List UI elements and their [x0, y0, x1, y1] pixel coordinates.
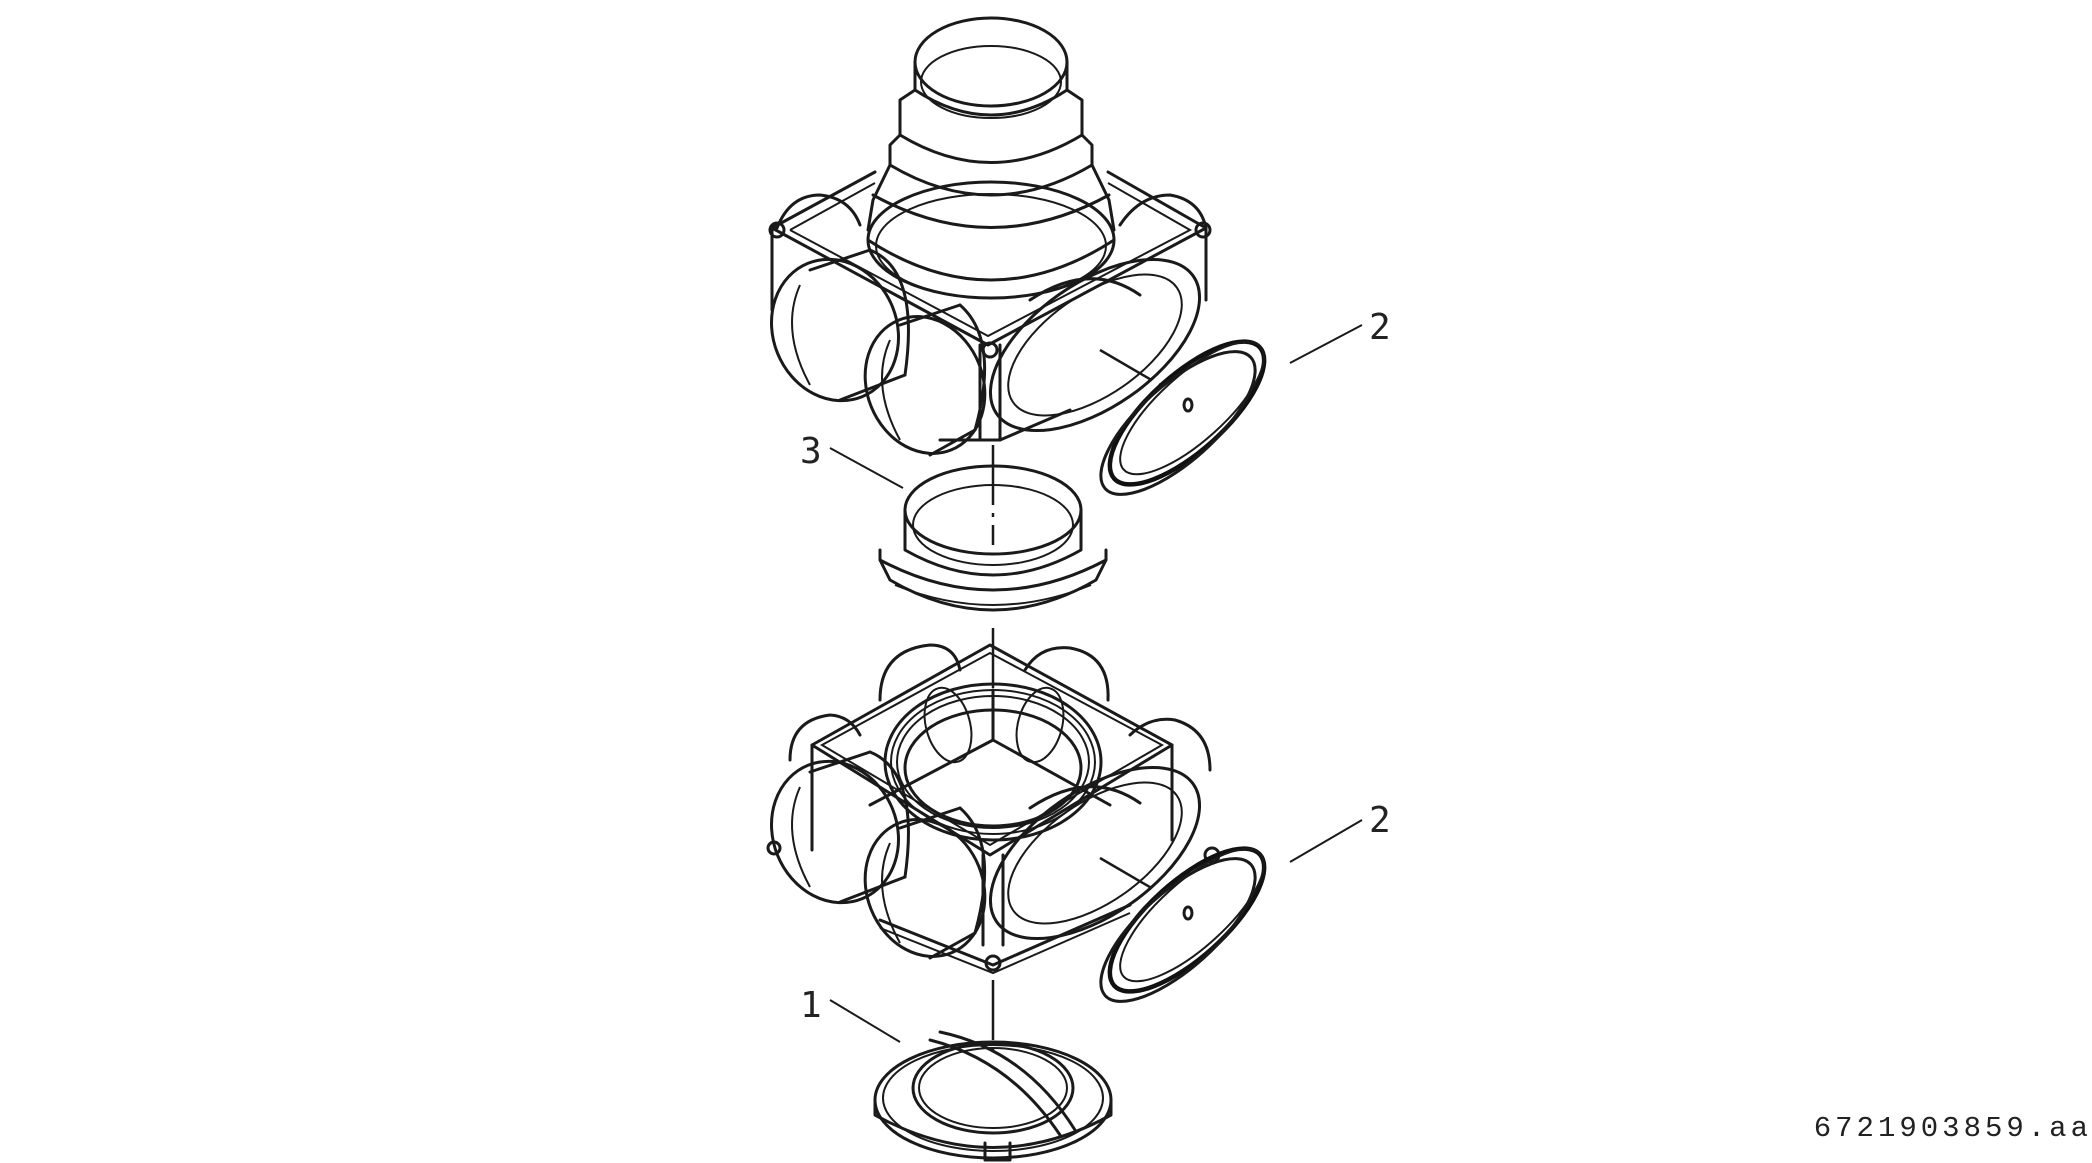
document-number: 6721903859.aa	[1813, 1112, 2092, 1145]
coupling-ring	[878, 464, 1108, 612]
callout-label-3: 3	[800, 431, 822, 472]
callout-label-2-bottom: 2	[1369, 800, 1391, 841]
upper-distribution-box	[768, 16, 1212, 457]
assembly-axis-upper-cap	[1099, 348, 1161, 387]
callout-label-2-top: 2	[1369, 307, 1391, 348]
leader-line-3	[829, 447, 904, 489]
blanking-cap-lower	[1099, 846, 1267, 1003]
bottom-cover	[873, 1030, 1113, 1162]
leader-line-2-bottom	[1289, 819, 1363, 863]
lower-distribution-box	[766, 643, 1221, 975]
blanking-cap-upper	[1099, 339, 1267, 496]
callout-label-1: 1	[800, 985, 822, 1026]
leader-line-1	[829, 999, 901, 1043]
assembly-axis-lower-cap	[1099, 856, 1161, 895]
leader-line-2-top	[1289, 324, 1363, 364]
